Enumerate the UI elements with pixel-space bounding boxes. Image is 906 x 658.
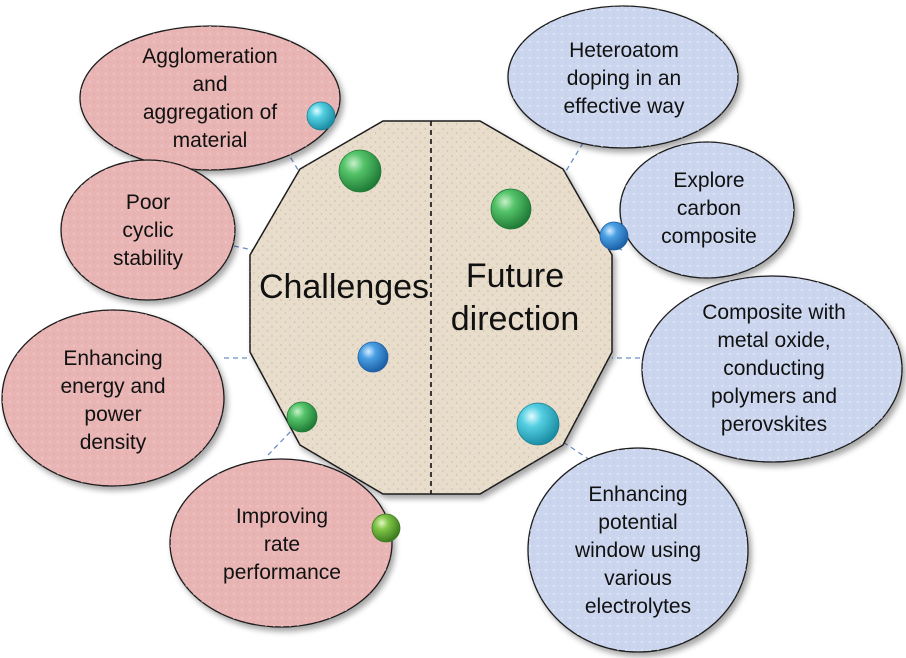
bubble-composite-metal-oxide <box>641 275 903 463</box>
teal-bead-icon <box>306 101 336 131</box>
bubble-carbon-composite <box>619 141 795 279</box>
green-bead-icon <box>490 188 532 230</box>
teal-bead-icon <box>516 402 560 446</box>
text-line: Enhancing <box>588 483 688 507</box>
text-line: effective way <box>563 94 685 118</box>
future-composite-metal-oxide-text: Composite with metal oxide, conducting p… <box>676 294 872 444</box>
text-line: metal oxide, <box>717 329 831 353</box>
text-line: aggregation of <box>142 101 278 124</box>
text-line: Improving <box>235 505 329 529</box>
text-line: conducting <box>723 357 825 381</box>
text-line: electrolytes <box>584 594 692 618</box>
bubble-energy-density <box>1 309 225 487</box>
text-line: stability <box>112 246 184 270</box>
connector-heteroatom <box>562 142 584 177</box>
bubble-potential-window <box>527 447 749 653</box>
bubble-cyclic-stability <box>60 159 236 301</box>
text-line: material <box>172 128 248 152</box>
text-line: Composite with <box>702 301 846 325</box>
bubble-rate-performance <box>169 458 393 628</box>
connector-rate <box>267 429 293 456</box>
future-potential-window-text: Enhancing potential window using various… <box>552 476 724 626</box>
decorative-beads <box>286 101 629 543</box>
text-line: energy and <box>60 375 166 399</box>
text-line: polymers and <box>710 384 838 408</box>
future-direction-heading: Future direction <box>436 255 594 340</box>
text-line: potential <box>598 511 678 535</box>
green-bead-icon <box>338 149 382 193</box>
future-direction-line-1: Future <box>465 257 565 295</box>
blue-bead-icon <box>357 341 389 373</box>
text-line: performance <box>223 560 341 584</box>
bubble-heteroatom <box>507 5 739 149</box>
connector-potential <box>559 439 591 461</box>
text-line: density <box>79 430 147 454</box>
future-heteroatom-text: Heteroatom doping in an effective way <box>536 32 712 126</box>
challenge-bubbles <box>1 25 393 628</box>
text-line: carbon <box>676 197 742 221</box>
text-line: composite <box>661 224 757 248</box>
text-line: Enhancing <box>63 347 163 371</box>
connector-cyclic <box>233 245 263 253</box>
future-carbon-composite-text: Explore carbon composite <box>644 162 774 256</box>
text-line: Heteroatom <box>569 39 679 63</box>
blue-bead-icon <box>599 221 629 251</box>
text-line: Explore <box>673 169 745 193</box>
text-line: Agglomeration <box>142 45 278 69</box>
challenge-energy-density-text: Enhancing energy and power density <box>28 340 198 462</box>
green-bead-icon <box>286 401 318 433</box>
text-line: window using <box>574 539 702 563</box>
future-direction-line-2: direction <box>450 299 580 338</box>
text-line: and <box>192 73 228 97</box>
text-line: Poor <box>125 191 171 215</box>
future-bubbles <box>507 5 903 653</box>
challenges-heading: Challenges <box>258 268 430 306</box>
text-line: perovskites <box>720 412 828 436</box>
text-line: various <box>604 566 672 590</box>
bubble-agglomeration <box>79 25 341 171</box>
text-line: doping in an <box>566 67 682 91</box>
text-line: rate <box>263 533 301 557</box>
challenge-agglomeration-text: Agglomeration and aggregation of materia… <box>108 38 312 160</box>
text-line: power <box>84 403 142 426</box>
olive-bead-icon <box>371 513 401 543</box>
text-line: cyclic <box>122 219 174 243</box>
challenge-rate-performance-text: Improving rate performance <box>200 498 364 592</box>
challenge-cyclic-stability-text: Poor cyclic stability <box>78 184 218 278</box>
